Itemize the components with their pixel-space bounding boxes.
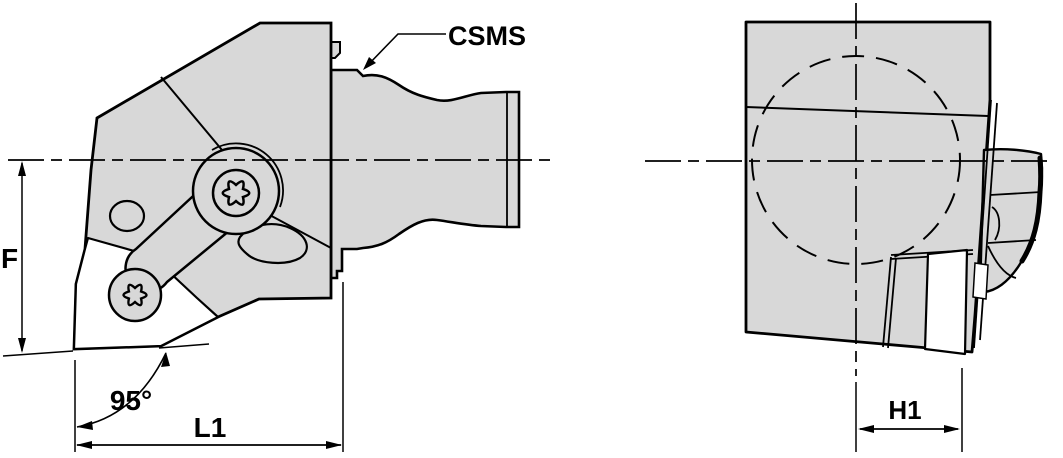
f-arrow-down [18,338,26,353]
csms-callout-label: CSMS [448,21,526,51]
angle-reference-line [158,343,210,349]
pocket-wall-line-b [887,257,897,349]
h1-arrow-right [944,425,960,433]
csms-leader-arrow [363,57,376,70]
nose-bottom-curve [987,245,1017,279]
l1-arrow-left [76,441,92,449]
front-insert [923,248,969,356]
csms-leader-line [365,33,446,68]
face-chord-line [745,106,989,117]
front-view: H1 [645,3,1052,452]
pocket-front-edge-a [973,99,992,349]
angle-arrow-left [77,421,93,430]
pocket-bump [108,199,146,233]
wedge-slot-line-lower [265,212,332,249]
side-view: F 95° L1 CSMS [1,21,556,452]
lead-angle-label: 95° [110,385,152,416]
f-arrow-up [18,161,26,176]
nose-step-line-upper [989,191,1042,196]
angle-arrow-up [161,352,170,367]
front-insert-side-facet [972,262,989,300]
nose-step-line-lower [987,239,1037,244]
clamp-boss-washer-arc [211,142,284,208]
wedge-slot-line-upper [160,76,223,151]
clamp-hook [237,223,308,264]
l1-dimension-label: L1 [194,412,227,443]
l1-arrow-right [326,441,342,449]
pocket-wall-line-a [882,256,892,348]
shank [329,68,521,280]
h1-dimension-label: H1 [888,395,921,425]
pocket-front-edge-b [979,102,998,341]
f-dimension-label: F [1,243,18,274]
f-extension-line [2,350,74,357]
nose-fillet-curve [991,206,1001,241]
h1-arrow-left [858,425,874,433]
